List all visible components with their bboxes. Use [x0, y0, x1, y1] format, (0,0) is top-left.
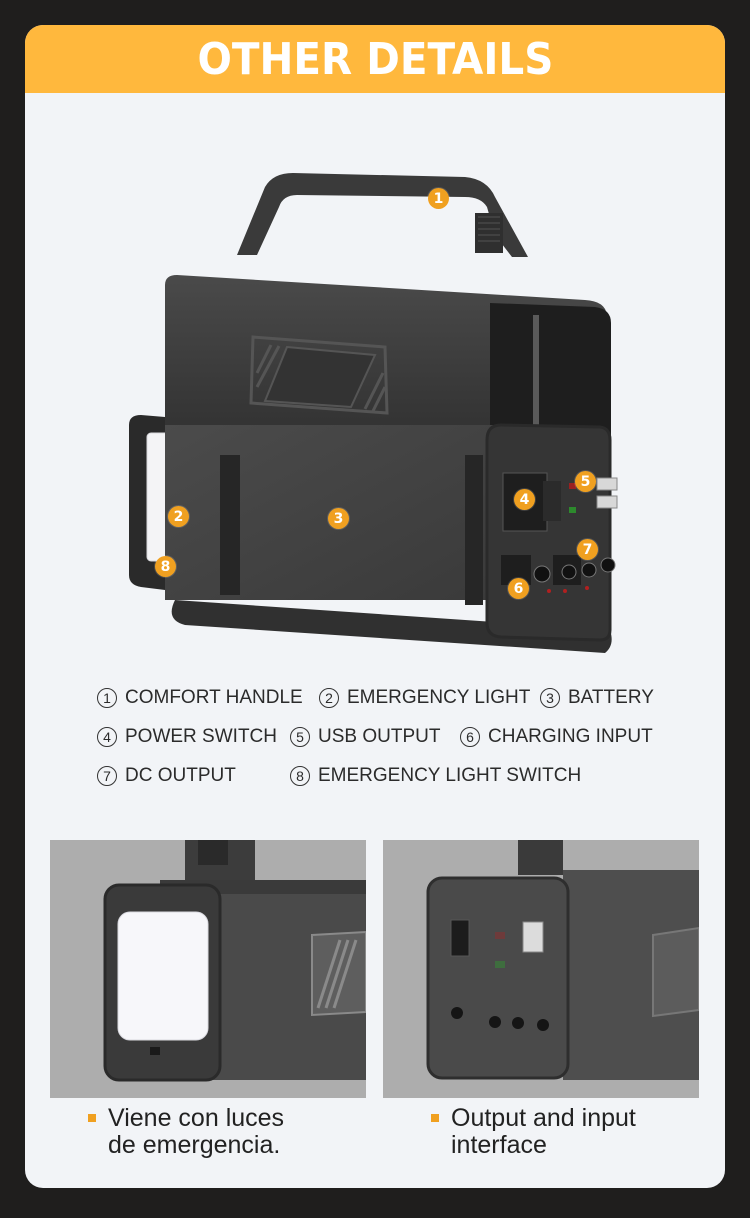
number-circle: 7 — [97, 766, 117, 786]
legend-item-emergency-light: 2 EMERGENCY LIGHT — [319, 687, 530, 709]
number-circle: 3 — [540, 688, 560, 708]
number-circle: 2 — [319, 688, 339, 708]
number-circle: 4 — [97, 727, 117, 747]
feature-legend: 1 COMFORT HANDLE 2 EMERGENCY LIGHT 3 BAT… — [97, 687, 697, 804]
number-circle: 6 — [460, 727, 480, 747]
bullet-icon — [431, 1114, 439, 1122]
legend-item-emergency-light-switch: 8 EMERGENCY LIGHT SWITCH — [290, 765, 581, 787]
legend-item-comfort-handle: 1 COMFORT HANDLE — [97, 687, 303, 709]
callout-badge-3: 3 — [328, 508, 349, 529]
caption-emergency-light: Viene con luces de emergencia. — [88, 1105, 284, 1159]
callout-badge-8: 8 — [155, 556, 176, 577]
caption-line-1: Output and input — [451, 1104, 636, 1132]
legend-label: EMERGENCY LIGHT — [347, 687, 531, 708]
power-station-illustration — [129, 173, 618, 653]
callout-badge-6: 6 — [508, 578, 529, 599]
callout-badge-4: 4 — [514, 489, 535, 510]
callout-badge-2: 2 — [168, 506, 189, 527]
caption-io-interface: Output and input interface — [431, 1105, 636, 1159]
legend-label: COMFORT HANDLE — [125, 687, 303, 708]
callout-badge-5: 5 — [575, 471, 596, 492]
bullet-icon — [88, 1114, 96, 1122]
io-panel-closeup — [426, 840, 699, 1080]
caption-line-1: Viene con luces — [108, 1104, 285, 1132]
page-title: OTHER DETAILS — [197, 33, 553, 85]
number-circle: 1 — [97, 688, 117, 708]
product-hero-image: 1 2 3 4 5 6 7 8 — [25, 125, 725, 685]
number-circle: 8 — [290, 766, 310, 786]
callout-badge-1: 1 — [428, 188, 449, 209]
legend-item-dc-output: 7 DC OUTPUT — [97, 765, 236, 787]
legend-label: EMERGENCY LIGHT SWITCH — [318, 765, 582, 786]
legend-item-usb-output: 5 USB OUTPUT — [290, 726, 440, 748]
legend-item-battery: 3 BATTERY — [540, 687, 654, 709]
io-interface-photo — [383, 840, 699, 1098]
legend-label: USB OUTPUT — [318, 726, 441, 747]
emergency-light-photo — [50, 840, 366, 1098]
caption-line-2: de emergencia. — [108, 1131, 281, 1159]
legend-label: POWER SWITCH — [125, 726, 277, 747]
details-card: OTHER DETAILS — [25, 25, 725, 1188]
legend-label: CHARGING INPUT — [488, 726, 653, 747]
caption-line-2: interface — [451, 1131, 547, 1159]
legend-item-power-switch: 4 POWER SWITCH — [97, 726, 277, 748]
emergency-light-closeup — [103, 840, 366, 1082]
callout-badge-7: 7 — [577, 539, 598, 560]
number-circle: 5 — [290, 727, 310, 747]
legend-label: DC OUTPUT — [125, 765, 236, 786]
header-banner: OTHER DETAILS — [25, 25, 725, 93]
legend-item-charging-input: 6 CHARGING INPUT — [460, 726, 653, 748]
legend-label: BATTERY — [568, 687, 654, 708]
